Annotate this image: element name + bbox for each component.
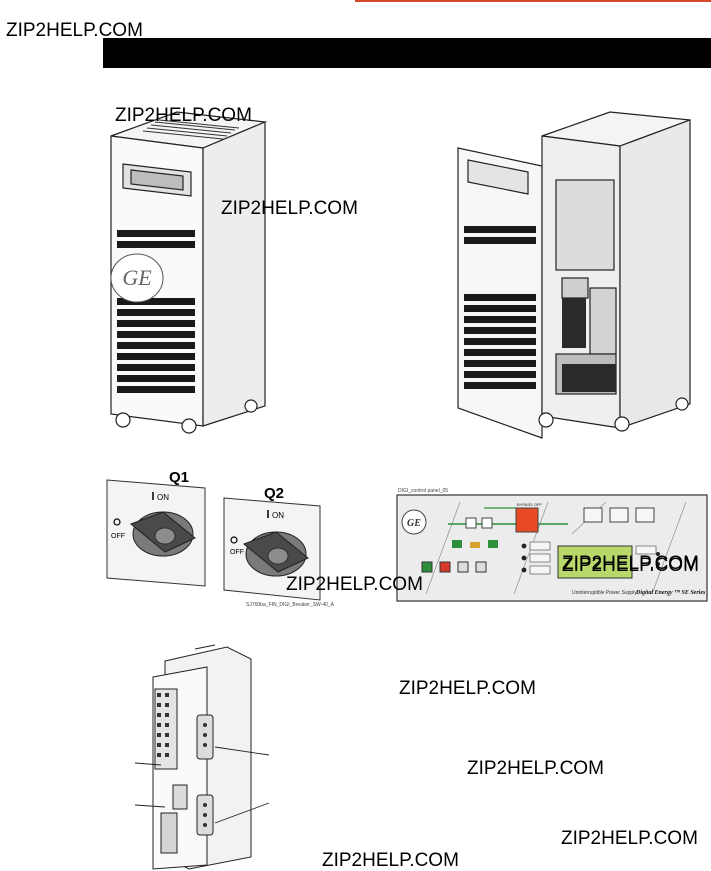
q1-off-label: OFF xyxy=(111,533,125,540)
watermark-text: ZIP2HELP.COM xyxy=(6,20,143,41)
panel-brand-text: Uninterruptible Power Supply xyxy=(572,590,637,596)
header-bar xyxy=(103,38,711,68)
ups-cabinet-open-illustration xyxy=(457,111,691,439)
breaker-q1-illustration: Q1 ON OFF xyxy=(106,469,206,587)
watermark-text: ZIP2HELP.COM xyxy=(562,553,699,574)
watermark-text: ZIP2HELP.COM xyxy=(286,574,423,595)
svg-text:GE: GE xyxy=(407,518,421,529)
bypass-off-label: BYPASS OFF xyxy=(517,502,542,507)
watermark-text: ZIP2HELP.COM xyxy=(221,198,358,219)
watermark-text: ZIP2HELP.COM xyxy=(322,850,459,871)
q2-off-label: OFF xyxy=(230,549,244,556)
watermark-text: ZIP2HELP.COM xyxy=(115,105,252,126)
q1-on-label: ON xyxy=(157,493,169,502)
breaker-q2-illustration: Q2 ON OFF xyxy=(223,485,321,601)
control-panel-illustration: GE BYPASS OFF ZIP2HELP.COM Uninterruptib… xyxy=(396,494,708,602)
q1-label: Q1 xyxy=(169,469,189,486)
panel-top-label: DIGI_control panel_05 xyxy=(398,488,449,494)
q2-label: Q2 xyxy=(264,485,284,502)
panel-lcd-text: ZIP2HELP.COM xyxy=(562,555,699,576)
breaker-caption: SJ760ba_FIN_DIGI_Breaker_SW-40_A xyxy=(246,602,335,608)
watermark-text: ZIP2HELP.COM xyxy=(561,828,698,849)
interface-board-illustration xyxy=(134,644,270,870)
top-accent-rule xyxy=(355,0,711,2)
svg-text:GE: GE xyxy=(122,265,152,290)
panel-series-text: Digital Energy ™ SE Series xyxy=(635,590,706,596)
watermark-text: ZIP2HELP.COM xyxy=(399,678,536,699)
watermark-text: ZIP2HELP.COM xyxy=(467,758,604,779)
ups-cabinet-front-illustration: GE xyxy=(110,111,268,434)
q2-on-label: ON xyxy=(272,511,284,520)
